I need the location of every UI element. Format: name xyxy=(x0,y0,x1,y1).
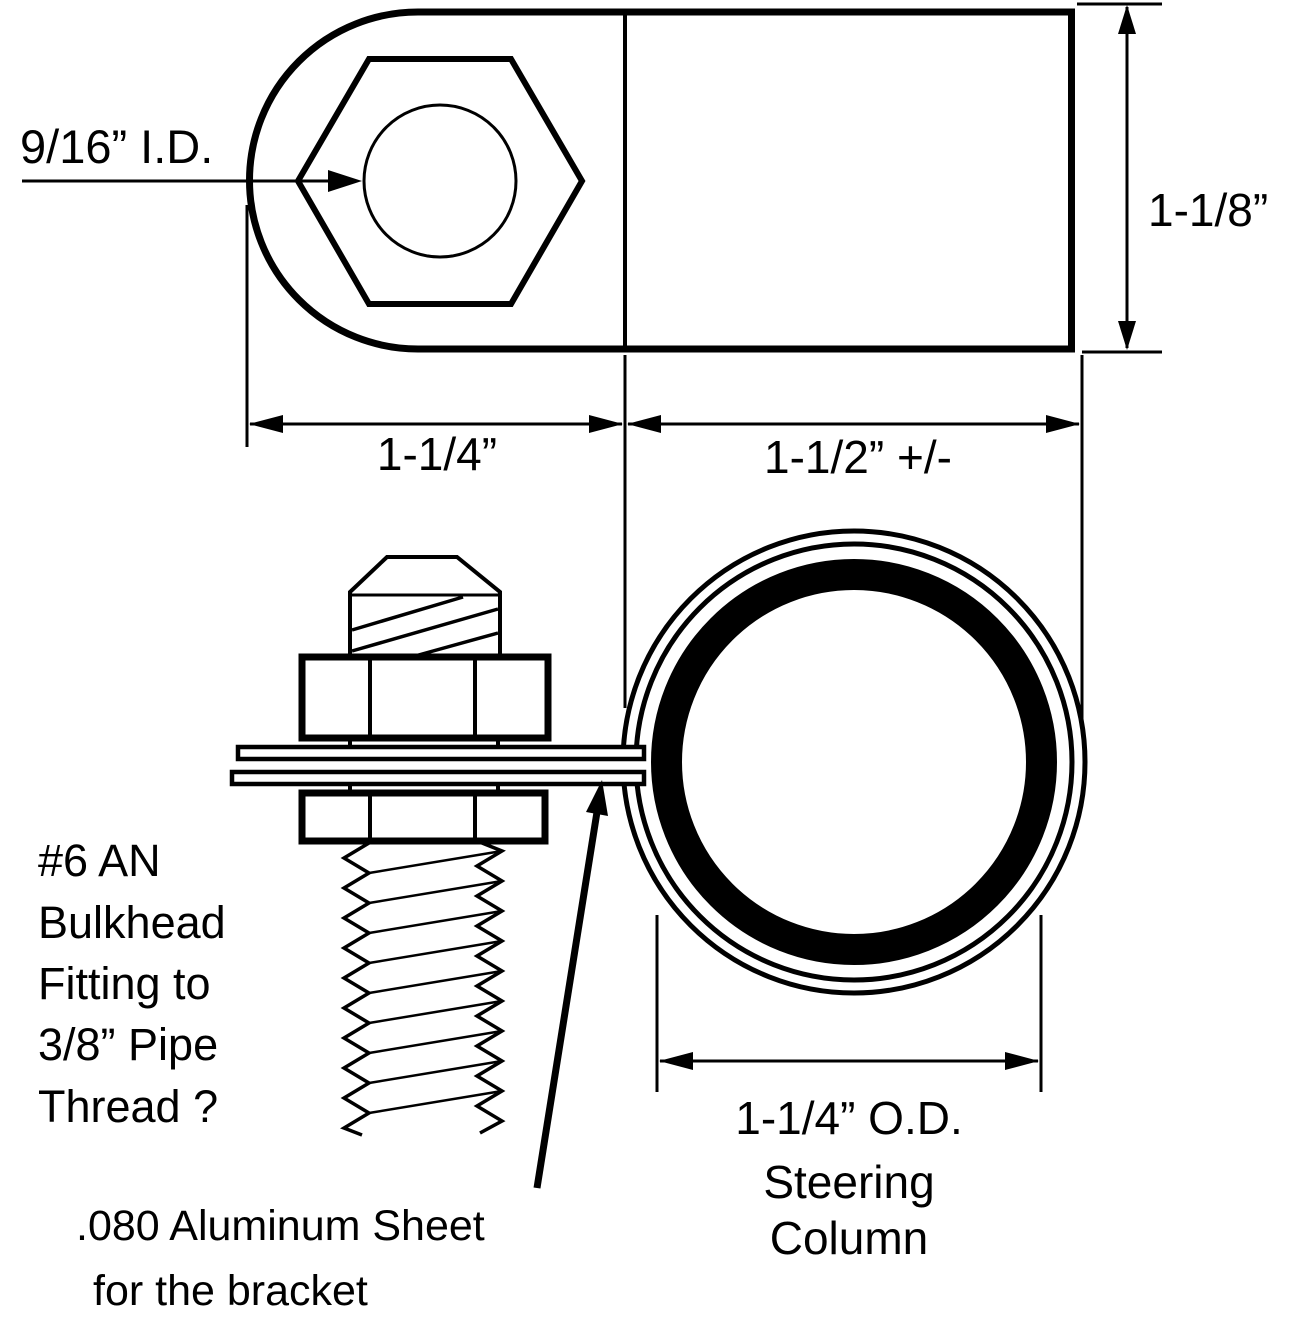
rod-thread-edge-left xyxy=(340,841,373,1137)
clamp-length-label: 1-1/2” +/- xyxy=(764,431,952,483)
rod-thread-crests xyxy=(368,849,503,1115)
hex-nut-upper xyxy=(298,653,552,742)
rod-thread-edge-right xyxy=(473,839,506,1135)
steering-column-tube-section xyxy=(651,559,1057,965)
aluminum-sheet-lower xyxy=(229,769,647,787)
sheet-note-pointer-arrowhead-icon xyxy=(586,780,608,816)
sheet-note-line2: for the bracket xyxy=(93,1267,368,1315)
annotations: #6 AN Bulkhead Fitting to 3/8” Pipe Thre… xyxy=(38,835,485,1315)
sheet-note-pointer-line xyxy=(533,811,601,1189)
dim-arrowhead-icon xyxy=(1046,415,1080,433)
bulkhead-fitting xyxy=(298,555,552,1137)
aluminum-sheet-upper xyxy=(235,744,647,762)
hex-nut-lower xyxy=(298,789,549,845)
dim-arrowhead-icon xyxy=(589,415,623,433)
clamp-band-outer xyxy=(620,528,1088,996)
hole-id-leader-arrowhead-icon xyxy=(328,170,362,192)
front-view-assembly: 1-1/4” O.D. Steering Column xyxy=(229,528,1088,1264)
dim-arrowhead-icon xyxy=(1118,321,1136,350)
tab-length-label: 1-1/4” xyxy=(377,428,497,480)
dim-arrowhead-icon xyxy=(249,415,283,433)
column-od-label-line1: 1-1/4” O.D. xyxy=(735,1092,963,1144)
dim-arrowhead-icon xyxy=(627,415,661,433)
top-view-bracket: 9/16” I.D. 1-1/4” 1-1/2” +/- 1-1/8” xyxy=(20,2,1268,750)
sheet-note-line1: .080 Aluminum Sheet xyxy=(76,1202,485,1250)
fitting-thread-hatch xyxy=(351,607,499,653)
fitting-note-line3: Fitting to xyxy=(38,958,211,1009)
hole-id-label: 9/16” I.D. xyxy=(20,120,213,173)
bracket-width-label: 1-1/8” xyxy=(1148,184,1268,236)
dim-arrowhead-icon xyxy=(659,1052,693,1070)
column-od-label-line3: Column xyxy=(770,1212,929,1264)
fitting-note-line2: Bulkhead xyxy=(38,897,226,948)
fitting-note-line5: Thread ? xyxy=(38,1081,218,1132)
dim-arrowhead-icon xyxy=(1005,1052,1039,1070)
fitting-note-line4: 3/8” Pipe xyxy=(38,1019,218,1070)
column-od-label-line2: Steering xyxy=(763,1156,934,1208)
fitting-thread-hatch xyxy=(351,595,464,632)
threaded-rod xyxy=(340,839,506,1137)
bolt-hole xyxy=(362,103,518,259)
dim-arrowhead-icon xyxy=(1118,5,1136,34)
fitting-note-line1: #6 AN xyxy=(38,835,161,886)
fitting-thread-hatch xyxy=(414,631,499,658)
